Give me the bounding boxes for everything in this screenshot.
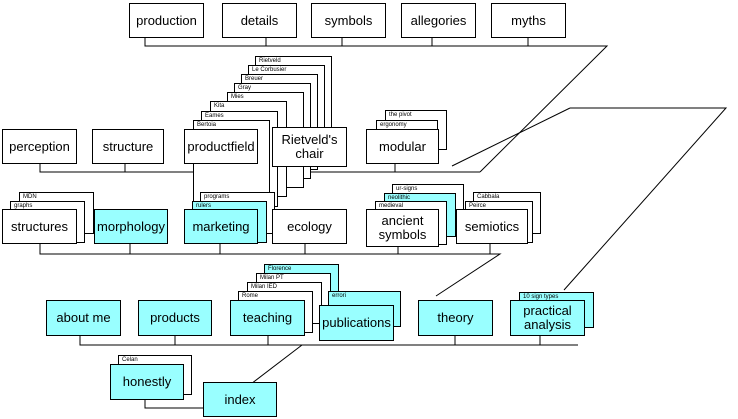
morphology-button[interactable]: morphology — [94, 209, 168, 244]
practical-analysis-button[interactable]: practical analysis — [510, 300, 585, 336]
products-button[interactable]: products — [138, 300, 212, 336]
modular-button[interactable]: modular — [366, 129, 439, 164]
third-plane-outline — [39, 244, 502, 297]
details-button[interactable]: details — [222, 3, 297, 38]
about-me-label: about me — [56, 310, 111, 325]
semiotics-button[interactable]: semiotics — [456, 209, 528, 244]
symbols-label: symbols — [324, 12, 373, 28]
bottom-plane-outline — [144, 400, 203, 409]
structures-button[interactable]: structures — [2, 209, 77, 244]
perception-button[interactable]: perception — [2, 129, 77, 164]
rietveld-chair-label: Rietveld's chair — [281, 132, 338, 161]
practical-analysis-label: practical analysis — [523, 303, 572, 332]
myths-label: myths — [511, 12, 546, 28]
ancient-symbols-label: ancient symbols — [378, 213, 427, 242]
structure-button[interactable]: structure — [92, 129, 164, 164]
allegories-label: allegories — [410, 12, 467, 28]
about-me-button[interactable]: about me — [46, 300, 121, 336]
second-plane-outline — [39, 164, 480, 173]
teaching-label: teaching — [242, 310, 293, 325]
theory-label: theory — [437, 310, 474, 325]
ecology-button[interactable]: ecology — [272, 209, 347, 244]
publications-button[interactable]: publications — [319, 305, 394, 341]
right-link-top — [451, 107, 571, 167]
right-plane-outline — [563, 107, 728, 291]
publications-label: publications — [322, 315, 391, 330]
structure-label: structure — [102, 138, 154, 154]
modular-label: modular — [379, 138, 426, 154]
production-label: production — [136, 12, 197, 28]
structures-label: structures — [10, 218, 69, 234]
honestly-button[interactable]: honestly — [110, 364, 184, 400]
index-label: index — [224, 391, 256, 407]
ecology-label: ecology — [287, 218, 332, 234]
symbols-button[interactable]: symbols — [311, 3, 386, 38]
rietveld-chair-button[interactable]: Rietveld's chair — [272, 127, 347, 167]
index-button[interactable]: index — [203, 382, 277, 417]
marketing-label: marketing — [192, 218, 250, 234]
myths-button[interactable]: myths — [491, 3, 566, 38]
production-button[interactable]: production — [129, 3, 204, 38]
marketing-button[interactable]: marketing — [184, 209, 258, 244]
details-label: details — [240, 12, 279, 28]
ancient-symbols-button[interactable]: ancient symbols — [366, 209, 439, 247]
theory-button[interactable]: theory — [418, 300, 493, 336]
products-label: products — [150, 310, 200, 325]
honestly-label: honestly — [122, 374, 172, 389]
fourth-plane-outline — [79, 336, 578, 346]
allegories-button[interactable]: allegories — [401, 3, 476, 38]
productfield-button[interactable]: productfield — [184, 129, 258, 164]
productfield-label: productfield — [187, 138, 255, 154]
teaching-button[interactable]: teaching — [230, 300, 305, 336]
perception-label: perception — [9, 138, 70, 154]
semiotics-label: semiotics — [464, 218, 520, 234]
morphology-label: morphology — [97, 218, 165, 234]
top-plane-outline — [144, 38, 609, 173]
